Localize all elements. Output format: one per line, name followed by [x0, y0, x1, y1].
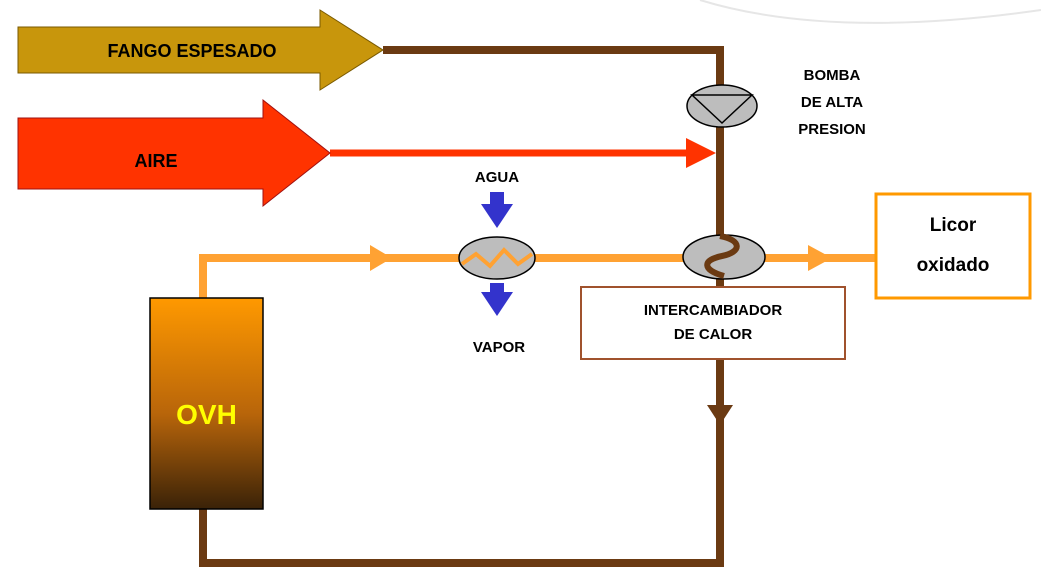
- aire-label: AIRE: [134, 151, 177, 171]
- licor-box: [874, 192, 1032, 300]
- sludge-flow-arrow: [707, 405, 733, 425]
- agua-label: AGUA: [475, 169, 519, 186]
- sludge-line: [199, 46, 724, 567]
- bomba-label-line-1: BOMBA: [804, 67, 861, 84]
- product-flow-arrow-2: [808, 245, 832, 271]
- ovh-label: OVH: [176, 399, 237, 430]
- aire-arrow: [17, 98, 331, 208]
- licor-label: Licor oxidado: [876, 194, 1030, 298]
- fango-arrow: [17, 9, 384, 91]
- ovh-reactor: [149, 297, 264, 510]
- intercambiador-label-line-2: DE CALOR: [673, 326, 753, 343]
- vapor-arrow-head: [481, 292, 513, 316]
- intercambiador-label-line-1: INTERCAMBIADOR: [643, 302, 783, 319]
- agua-arrow-shaft: [490, 192, 504, 204]
- heat-exchanger-icon: [458, 236, 536, 280]
- product-line: [199, 254, 875, 300]
- agua-arrow-head: [481, 204, 513, 228]
- intercambiador-box: [580, 286, 846, 360]
- product-flow-arrow-1: [370, 245, 392, 271]
- vapor-label: VAPOR: [473, 339, 525, 356]
- pump-icon: [686, 84, 758, 128]
- bomba-label-line-2: DE ALTA: [801, 94, 863, 111]
- heat-exchanger-icon: [682, 233, 766, 280]
- licor-label-line-1: Licor: [929, 215, 977, 236]
- air-flow-arrow: [686, 138, 716, 168]
- bomba-label-line-3: PRESION: [798, 121, 866, 138]
- licor-label-line-2: oxidado: [916, 255, 990, 276]
- fango-label: FANGO ESPESADO: [107, 41, 276, 61]
- intercambiador-label: INTERCAMBIADOR DE CALOR: [581, 287, 845, 359]
- background-swoosh: [699, 0, 1041, 24]
